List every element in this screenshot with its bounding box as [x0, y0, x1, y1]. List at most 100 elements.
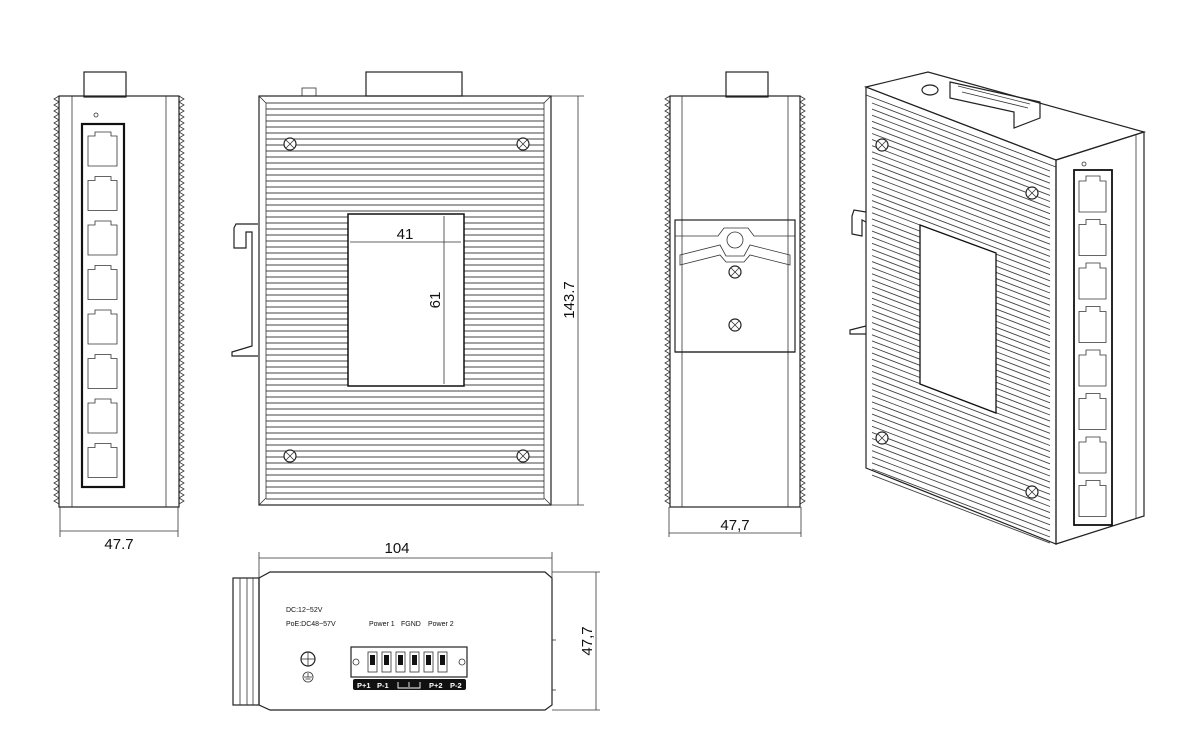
fin-line: [871, 462, 1051, 532]
side-view: 41 61 143.7: [231, 71, 584, 506]
screw-icon-slot: [730, 267, 740, 277]
fin-line: [871, 383, 1051, 453]
rear-body: [669, 95, 801, 508]
fin-line: [871, 431, 1051, 501]
rj45-port-icon: [1078, 262, 1107, 300]
fin-line: [871, 413, 1051, 483]
fin-line: [871, 419, 1051, 489]
iso-label-panel: [919, 224, 997, 414]
front-ports: [87, 131, 118, 478]
front-ridges-right: [165, 95, 185, 507]
fgnd-label: FGND: [401, 621, 421, 628]
fin-line: [871, 200, 1051, 270]
rj45-port-icon: [87, 265, 118, 300]
screw-icon-slot: [285, 139, 295, 149]
fin-line: [871, 468, 1051, 538]
fin-line: [871, 395, 1051, 465]
fin-line: [871, 187, 1051, 257]
terminal-slot-hole: [398, 655, 403, 665]
front-led: [93, 112, 99, 118]
front-body: [58, 95, 180, 508]
fin-line: [871, 114, 1051, 184]
power2-label: Power 2: [428, 621, 454, 628]
fin-line: [871, 474, 1051, 544]
fin-line: [871, 151, 1051, 221]
fin-line: [871, 126, 1051, 196]
bottom-view: DC:12~52V PoE:DC48~57V Power 1 FGND Powe…: [232, 540, 600, 711]
terminal-slot: [367, 651, 378, 673]
din-plate: [674, 219, 796, 353]
rj45-port-icon: [1078, 349, 1107, 387]
dim-rear-width: 47,7: [720, 517, 749, 534]
terminal-slots: [367, 651, 448, 673]
fin-line: [871, 401, 1051, 471]
iso-port-face: [1055, 131, 1145, 545]
fin-line: [871, 175, 1051, 245]
pin-label-p1-minus: P-1: [377, 681, 389, 690]
terminal-slot: [409, 651, 420, 673]
terminal-slot-hole: [412, 655, 417, 665]
terminal-slot: [423, 651, 434, 673]
isometric-view: [849, 71, 1147, 545]
din-rail-bracket: [231, 223, 258, 357]
ridge-edge: [799, 95, 806, 505]
rj45-port-icon: [87, 309, 118, 345]
terminal-slot: [395, 651, 406, 673]
rj45-port-icon: [87, 131, 118, 167]
dc-range-label: DC:12~52V: [286, 607, 323, 614]
fin-line: [871, 377, 1051, 446]
screw-icon-slot: [877, 140, 887, 150]
fin-line: [871, 370, 1051, 440]
rj45-port-icon: [87, 443, 118, 478]
side-top-connector: [365, 71, 463, 97]
rj45-port-icon: [87, 220, 118, 256]
power1-label: Power 1: [369, 621, 395, 628]
pin-label-bar: [353, 679, 466, 690]
ridge-edge: [53, 95, 60, 505]
screw-icon-slot: [1027, 487, 1037, 497]
rj45-port-icon: [1078, 436, 1107, 474]
dim-bottom-depth: 47,7: [579, 626, 596, 655]
rear-view: 47,7: [664, 71, 806, 537]
dim-panel-height: 61: [427, 292, 444, 309]
bottom-side-rail: [232, 577, 260, 706]
iso-ports: [1078, 175, 1107, 517]
ridge-edge: [178, 95, 185, 505]
fin-line: [871, 450, 1051, 520]
fin-line: [871, 407, 1051, 477]
pin-label-ground-mark: [397, 682, 421, 689]
rj45-port-icon: [1078, 480, 1107, 517]
rj45-port-icon: [1078, 306, 1107, 343]
pin-label-p1-plus: P+1: [357, 681, 371, 690]
rj45-port-icon: [1078, 175, 1107, 213]
rj45-port-icon: [87, 176, 118, 211]
terminal-slot-hole: [426, 655, 431, 665]
iso-din-bracket: [849, 209, 867, 335]
dim-overall-height: 143.7: [561, 281, 578, 319]
fin-line: [871, 145, 1051, 215]
screw-icon-slot: [518, 451, 528, 461]
fin-line: [871, 438, 1051, 507]
rear-top-clip: [725, 71, 769, 98]
fin-line: [871, 181, 1051, 251]
side-body: [258, 95, 552, 506]
fin-line: [871, 425, 1051, 495]
rj45-port-icon: [87, 398, 118, 434]
terminal-slot-hole: [440, 655, 445, 665]
fin-line: [871, 163, 1051, 233]
terminal-slot-hole: [384, 655, 389, 665]
ground-icon: [302, 671, 314, 683]
bottom-body: [258, 571, 553, 711]
terminal-slot: [381, 651, 392, 673]
fin-line: [871, 389, 1051, 459]
fin-border: [258, 95, 552, 506]
fin-line: [871, 102, 1051, 172]
side-fins: [258, 95, 552, 506]
iso-screws: [875, 138, 1039, 499]
fin-line: [871, 108, 1051, 178]
iso-top-connector: [949, 81, 1041, 129]
screw-icon-slot: [1027, 188, 1037, 198]
label-panel: [347, 213, 465, 387]
rj45-port-icon: [1078, 219, 1107, 256]
